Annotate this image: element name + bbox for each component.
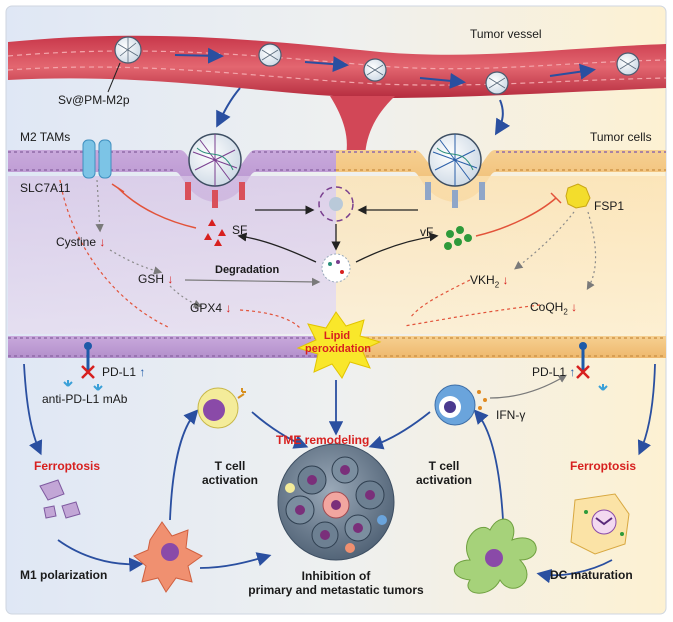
- delivery-arrow-right: [494, 99, 511, 136]
- pdl1-right-label: PD-L1 ↑: [532, 365, 576, 379]
- anti-pdl1-label: anti-PD-L1 mAb: [42, 392, 128, 406]
- arrow-to-sf: [237, 232, 317, 263]
- arrow-tcell-right-to-tme: [368, 411, 431, 450]
- degradation-arrow: [184, 277, 321, 287]
- arrow-to-ferroptosis-left: [23, 363, 43, 456]
- arrow-m1-to-tumor: [199, 552, 272, 569]
- released-particle-bottom: [321, 253, 351, 283]
- m2-tam-interior: [8, 176, 336, 334]
- degradation-label: Degradation: [215, 264, 280, 276]
- slc7a11-transporter-icon: [82, 139, 112, 179]
- nanoparticle-icon: [363, 58, 387, 82]
- arrow-to-ferroptosis-right: [637, 363, 656, 456]
- gsh-label: GSH ↓: [138, 272, 174, 286]
- fsp1-protein-icon: [565, 183, 591, 209]
- m2-tams-label: M2 TAMs: [20, 130, 71, 144]
- arrow-dc-to-dendritic: [536, 559, 613, 584]
- flow-arrows: [174, 47, 596, 89]
- tumor-cell-interior: [336, 176, 666, 334]
- tumor-cells-label: Tumor cells: [590, 130, 652, 144]
- slc7a11-label: SLC7A11: [20, 181, 71, 195]
- coqh2-label: CoQH2 ↓: [530, 300, 578, 317]
- coqh2-inhibit: [403, 304, 541, 327]
- nanoparticle-label: Sv@PM-M2p: [58, 93, 130, 107]
- dendritic-cell-icon: [453, 518, 537, 594]
- up-arrow-icon: ↑: [569, 365, 576, 379]
- gpx4-label: GPX4 ↓: [190, 301, 232, 315]
- ferroptosis-right-label: Ferroptosis: [570, 459, 637, 473]
- nanoparticle-icon: [114, 36, 142, 64]
- lipid-peroxidation-burst: [296, 311, 382, 379]
- delivery-arrow-left: [216, 87, 241, 128]
- t-cell-left-icon: [197, 387, 246, 429]
- vkh2-inhibit: [409, 279, 471, 319]
- ifn-gamma-label: IFN-γ: [496, 408, 526, 422]
- fsp1-label: FSP1: [594, 199, 625, 213]
- vf-molecule-icon: [444, 226, 472, 250]
- arrow-slc7a11-to-cystine: [95, 179, 104, 233]
- antibody-icon: [63, 380, 103, 391]
- down-arrow-icon: ↓: [502, 273, 509, 287]
- arrow-to-tcell-right: [473, 409, 504, 521]
- down-arrow-icon: ↓: [571, 300, 578, 314]
- endocytosis-particle-left: [185, 133, 245, 208]
- nanoparticle-icon: [258, 43, 282, 67]
- gpx4-inhibit: [239, 309, 301, 329]
- vkh2-label: VKH2 ↓: [470, 273, 509, 290]
- inhibition-lines: [111, 183, 562, 237]
- dc-maturation-label: DC maturation: [550, 568, 633, 582]
- vessel-branch: [330, 96, 395, 160]
- cystine-label: Cystine ↓: [56, 235, 106, 249]
- tme-remodeling-label: TME remodeling: [276, 433, 370, 447]
- nanoparticle-pointer: [107, 62, 121, 93]
- t-cell-right-icon: [434, 384, 487, 426]
- vessel-title: Tumor vessel: [470, 27, 542, 41]
- pdl1-receptor-right-icon: [576, 342, 608, 391]
- vf-label: vF: [420, 225, 434, 239]
- arrow-to-vf: [355, 232, 439, 263]
- down-arrow-icon: ↓: [167, 272, 174, 286]
- arrow-tcell-left-to-tme: [251, 411, 309, 449]
- nanoparticle-icon: [616, 52, 640, 76]
- nanoparticle-icon: [485, 71, 509, 95]
- arrow-to-m1: [57, 539, 144, 572]
- down-arrow-icon: ↓: [225, 301, 232, 315]
- m1-polarization-label: M1 polarization: [20, 568, 108, 582]
- m1-macrophage-icon: [133, 521, 203, 593]
- ferroptotic-cell-right-icon: [570, 493, 630, 555]
- arrow-to-tcell-left: [169, 409, 199, 521]
- sf-molecule-icon: [204, 219, 226, 246]
- pdl1-receptor-left-icon: [81, 342, 95, 379]
- released-particle-top: [318, 186, 354, 222]
- pdl1-left-label: PD-L1 ↑: [102, 365, 146, 379]
- up-arrow-icon: ↑: [139, 365, 146, 379]
- arrow-ifn-to-pdl1: [489, 374, 568, 399]
- endocytosis-particle-right: [425, 133, 485, 208]
- ferroptosis-left-label: Ferroptosis: [34, 459, 101, 473]
- sf-label: SF: [232, 223, 248, 237]
- ferroptotic-cell-left-icon: [39, 479, 81, 519]
- tumor-mass-icon: [277, 443, 395, 561]
- down-arrow-icon: ↓: [99, 235, 106, 249]
